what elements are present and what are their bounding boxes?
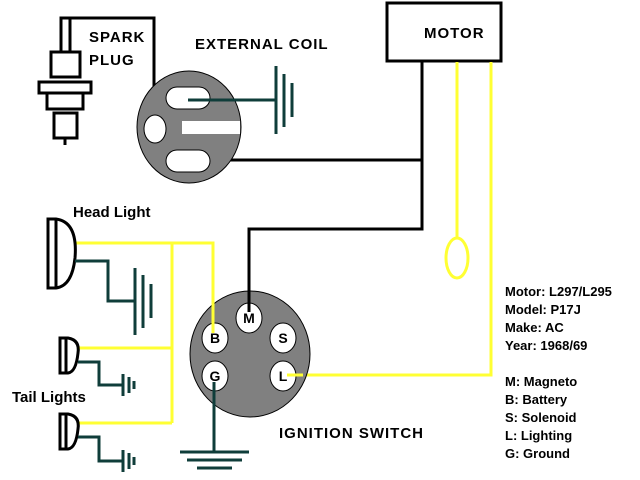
motor-box: [385, 1, 503, 63]
wire-motor-to-switch-m: [247, 160, 424, 305]
switch-ground-icon: [180, 390, 249, 470]
pin-label-s: S: [278, 330, 287, 346]
external-coil-label: EXTERNAL COIL: [195, 36, 329, 53]
spark-plug-label-line1: SPARK: [89, 29, 146, 46]
external-coil-icon: [136, 70, 242, 184]
tail-lights-label: Tail Lights: [12, 389, 86, 406]
spark-plug-label-line2: PLUG: [89, 52, 135, 69]
yellow-wires: [75, 62, 493, 425]
legend-item-battery: B: Battery: [505, 392, 568, 407]
tail-light-2-ground-icon: [78, 435, 136, 472]
head-light-icon: [46, 217, 77, 290]
tail-light-1-icon: [58, 336, 80, 375]
specs-block: Motor: L297/L295 Model: P17J Make: AC Ye…: [505, 283, 612, 355]
lighting-coil-loop: [444, 236, 470, 280]
pin-label-b: B: [210, 330, 220, 346]
motor-label: MOTOR: [424, 25, 485, 42]
head-light-label: Head Light: [73, 204, 151, 221]
ignition-switch: M B S G L: [180, 229, 311, 470]
spark-plug-icon: [37, 16, 93, 145]
switch-pin-s: S: [269, 322, 297, 354]
legend-item-magneto: M: Magneto: [505, 374, 578, 389]
legend-item-solenoid: S: Solenoid: [505, 410, 577, 425]
wire-motor-to-switch-l: [303, 62, 493, 377]
head-light-ground-icon: [75, 259, 153, 335]
coil-ground-icon: [188, 66, 294, 134]
spec-make: Make: AC: [505, 320, 564, 335]
legend-block: M: Magneto B: Battery S: Solenoid L: Lig…: [505, 373, 577, 463]
pin-label-l: L: [279, 368, 288, 384]
spec-motor: Motor: L297/L295: [505, 284, 612, 299]
spec-year: Year: 1968/69: [505, 338, 588, 353]
pin-label-g: G: [210, 368, 221, 384]
pin-label-m: M: [243, 310, 255, 326]
ignition-switch-label: IGNITION SWITCH: [279, 425, 424, 442]
tail-light-1-ground-icon: [78, 360, 136, 396]
spec-model: Model: P17J: [505, 302, 581, 317]
legend-item-lighting: L: Lighting: [505, 428, 573, 443]
switch-pin-l: L: [269, 360, 297, 392]
tail-light-2-icon: [58, 412, 80, 451]
legend-item-ground: G: Ground: [505, 446, 570, 461]
switch-pin-b: B: [201, 322, 229, 354]
